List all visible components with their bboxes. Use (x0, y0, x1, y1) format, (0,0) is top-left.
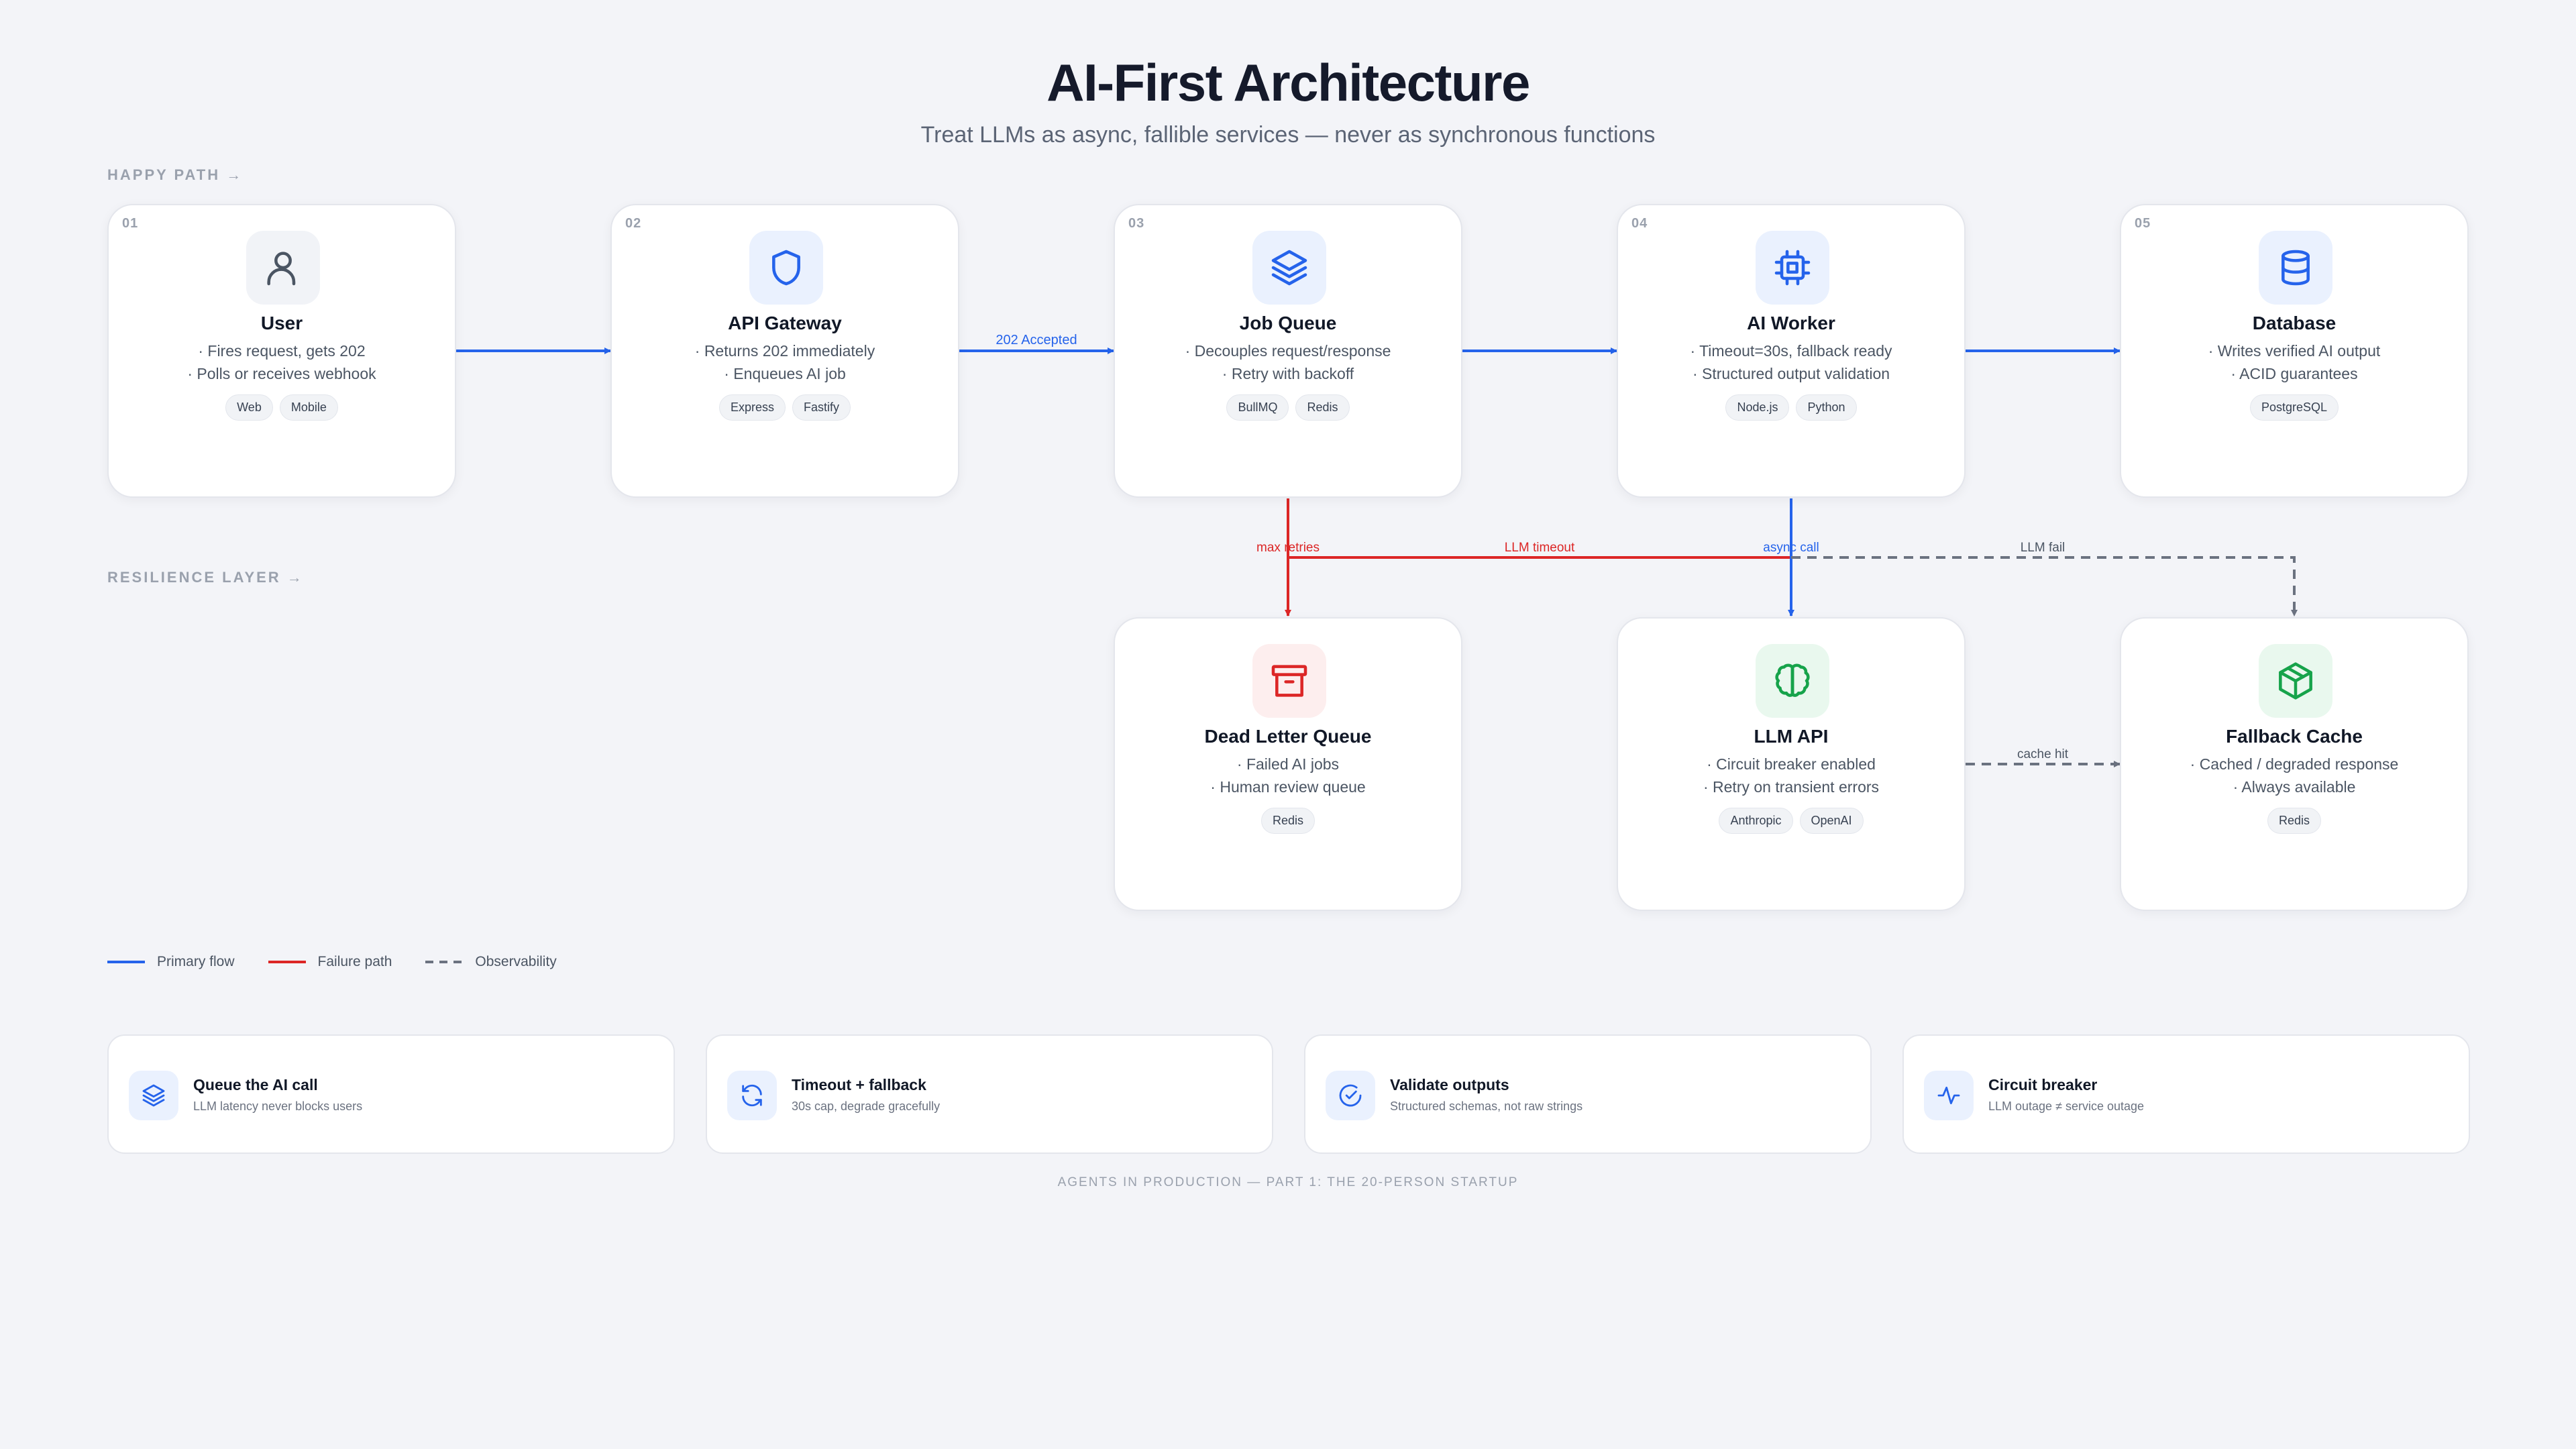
activity-icon (1924, 1071, 1974, 1120)
tech-tag: OpenAI (1799, 808, 1864, 834)
node-title: Job Queue (1239, 313, 1337, 333)
tip-subtitle: LLM outage ≠ service outage (1988, 1099, 2145, 1113)
tech-tag: Redis (1295, 394, 1350, 421)
legend-label: Observability (475, 954, 557, 969)
brain-icon (1756, 644, 1829, 718)
node-number: 04 (1631, 216, 1648, 231)
refresh-icon (727, 1071, 777, 1120)
node-title: User (260, 313, 303, 333)
node-ai-worker[interactable]: 04 AI Worker · Timeout=30s, fallback rea… (1617, 204, 1966, 498)
node-title: LLM API (1754, 726, 1829, 747)
node-llm-api[interactable]: LLM API · Circuit breaker enabled · Retr… (1617, 617, 1966, 911)
cpu-icon (1756, 231, 1829, 305)
edge-label-async-call: async call (1763, 541, 1819, 555)
tech-tag: Python (1796, 394, 1857, 421)
section-label-happy-path: HAPPY PATH → (107, 166, 244, 183)
layers-icon (129, 1071, 178, 1120)
tip-title: Timeout + fallback (792, 1076, 926, 1093)
check-circle-icon (1326, 1071, 1375, 1120)
node-dead-letter-queue[interactable]: Dead Letter Queue · Failed AI jobs · Hum… (1114, 617, 1462, 911)
node-desc-1: · Writes verified AI output (2208, 342, 2381, 360)
node-desc-2: · ACID guarantees (2231, 365, 2358, 382)
legend-label: Primary flow (157, 954, 235, 969)
node-desc-1: · Returns 202 immediately (694, 342, 875, 360)
package-icon (2259, 644, 2332, 718)
tip-title: Validate outputs (1390, 1076, 1509, 1093)
edge-label-cache-hit: cache hit (2017, 747, 2069, 761)
node-api-gateway[interactable]: 02 API Gateway · Returns 202 immediately… (610, 204, 959, 498)
footer-caption: AGENTS IN PRODUCTION — PART 1: THE 20-PE… (1057, 1175, 1519, 1189)
legend-primary-flow: Primary flow (107, 954, 235, 970)
legend-swatch-primary (107, 961, 145, 963)
tech-tag: BullMQ (1226, 394, 1289, 421)
node-number: 05 (2135, 216, 2151, 231)
node-desc-2: · Structured output validation (1692, 365, 1890, 382)
tip-title: Queue the AI call (193, 1076, 318, 1093)
archive-icon (1252, 644, 1326, 718)
edge-label-llm-fail: LLM fail (2021, 541, 2065, 555)
edge-llm-fail (1791, 556, 2298, 616)
tech-tag: Anthropic (1719, 808, 1793, 834)
tip-subtitle: LLM latency never blocks users (193, 1099, 363, 1113)
node-desc-1: · Decouples request/response (1185, 342, 1391, 360)
node-number: 03 (1128, 216, 1145, 231)
tech-tag: Node.js (1725, 394, 1790, 421)
page-title: AI-First Architecture (1046, 53, 1530, 112)
node-fallback-cache[interactable]: Fallback Cache · Cached / degraded respo… (2120, 617, 2469, 911)
node-desc-1: · Fires request, gets 202 (198, 342, 366, 360)
tech-tag: Fastify (792, 394, 851, 421)
node-title: AI Worker (1747, 313, 1835, 333)
node-number: 01 (122, 216, 139, 231)
node-title: Fallback Cache (2226, 726, 2363, 747)
node-number: 02 (625, 216, 642, 231)
legend-swatch-failure (268, 961, 306, 963)
node-desc-1: · Failed AI jobs (1236, 755, 1340, 773)
node-desc-1: · Circuit breaker enabled (1707, 755, 1876, 773)
node-title: Dead Letter Queue (1204, 726, 1372, 747)
layers-icon (1252, 231, 1326, 305)
tip-timeout-fallback[interactable]: Timeout + fallback 30s cap, degrade grac… (706, 1034, 1273, 1154)
legend-observability: Observability (425, 954, 557, 970)
tip-title: Circuit breaker (1988, 1076, 2098, 1093)
node-desc-2: · Retry with backoff (1222, 365, 1354, 382)
node-desc-2: · Retry on transient errors (1703, 778, 1880, 796)
node-desc-2: · Always available (2233, 778, 2356, 796)
tech-tag: Mobile (279, 394, 338, 421)
tip-validate-outputs[interactable]: Validate outputs Structured schemas, not… (1304, 1034, 1872, 1154)
node-title: Database (2252, 313, 2337, 333)
page-subtitle: Treat LLMs as async, fallible services —… (920, 122, 1656, 148)
node-job-queue[interactable]: 03 Job Queue · Decouples request/respons… (1114, 204, 1462, 498)
edge-label-max-retries: max retries (1256, 541, 1320, 555)
edge-label-202-accepted: 202 Accepted (996, 333, 1077, 347)
node-title: API Gateway (728, 313, 842, 333)
user-icon (246, 231, 320, 305)
tech-tag: Redis (1260, 808, 1316, 834)
node-desc-2: · Polls or receives webhook (187, 365, 376, 382)
node-user[interactable]: 01 User · Fires request, gets 202 · Poll… (107, 204, 456, 498)
node-desc-2: · Human review queue (1210, 778, 1366, 796)
legend-failure-path: Failure path (268, 954, 392, 970)
legend-swatch-observability (425, 961, 464, 963)
node-database[interactable]: 05 Database · Writes verified AI output … (2120, 204, 2469, 498)
tech-tag: Express (718, 394, 786, 421)
shield-icon (749, 231, 823, 305)
tip-subtitle: Structured schemas, not raw strings (1390, 1099, 1583, 1113)
tech-tag: Redis (2267, 808, 2322, 834)
tip-queue-ai-call[interactable]: Queue the AI call LLM latency never bloc… (107, 1034, 675, 1154)
tech-tag: PostgreSQL (2249, 394, 2339, 421)
node-desc-2: · Enqueues AI job (724, 365, 846, 382)
tech-tag: Web (225, 394, 273, 421)
section-label-resilience-layer: RESILIENCE LAYER → (107, 569, 304, 586)
node-desc-1: · Timeout=30s, fallback ready (1690, 342, 1892, 360)
edge-label-llm-timeout: LLM timeout (1505, 541, 1575, 555)
legend-label: Failure path (317, 954, 392, 969)
legend: Primary flow Failure path Observability (107, 954, 590, 970)
tip-subtitle: 30s cap, degrade gracefully (792, 1099, 941, 1113)
database-icon (2259, 231, 2332, 305)
tip-circuit-breaker[interactable]: Circuit breaker LLM outage ≠ service out… (1902, 1034, 2470, 1154)
node-desc-1: · Cached / degraded response (2190, 755, 2399, 773)
